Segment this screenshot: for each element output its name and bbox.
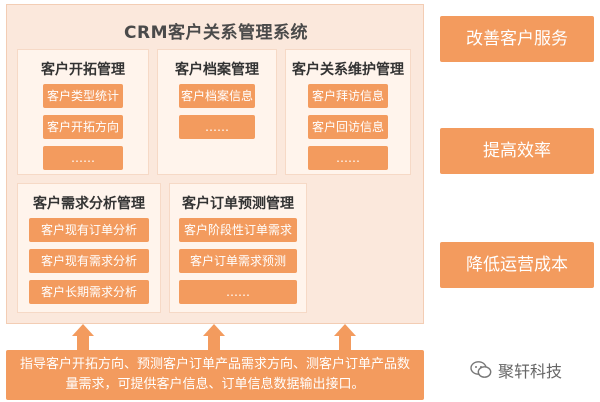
module-item: 客户类型统计	[43, 84, 123, 108]
module-item: 客户回访信息	[308, 115, 388, 139]
goal-box: 改善客户服务	[440, 16, 594, 62]
module-item: 客户拜访信息	[308, 84, 388, 108]
module-title: 客户开拓管理	[41, 62, 125, 78]
up-arrow-icon	[203, 324, 225, 350]
module-title: 客户需求分析管理	[33, 196, 145, 212]
module-item: 客户阶段性订单需求	[179, 218, 297, 242]
crm-system-panel: CRM客户关系管理系统 客户开拓管理 客户类型统计 客户开拓方向 …… 客户档案…	[6, 4, 424, 324]
module-title: 客户关系维护管理	[292, 62, 404, 78]
module-item: ……	[43, 146, 123, 170]
footer-description: 指导客户开拓方向、预测客户订单产品需求方向、测客户订单产品数量需求，可提供客户信…	[6, 350, 424, 400]
module-item: 客户现有需求分析	[29, 249, 149, 273]
system-title: CRM客户关系管理系统	[124, 23, 308, 43]
module-demand-analysis: 客户需求分析管理 客户现有订单分析 客户现有需求分析 客户长期需求分析	[17, 183, 161, 313]
goal-box: 降低运营成本	[440, 242, 594, 288]
module-item: 客户开拓方向	[43, 115, 123, 139]
up-arrow-icon	[72, 324, 94, 350]
watermark: 聚轩科技	[470, 358, 562, 382]
module-customer-development: 客户开拓管理 客户类型统计 客户开拓方向 ……	[17, 49, 149, 175]
module-title: 客户订单预测管理	[182, 196, 294, 212]
module-item: 客户档案信息	[179, 84, 255, 108]
module-order-forecast: 客户订单预测管理 客户阶段性订单需求 客户订单需求预测 ……	[169, 183, 307, 313]
goal-box: 提高效率	[440, 128, 594, 174]
module-relationship-maintenance: 客户关系维护管理 客户拜访信息 客户回访信息 ……	[285, 49, 411, 175]
watermark-brand: 聚轩科技	[498, 362, 563, 381]
module-item: 客户长期需求分析	[29, 280, 149, 304]
module-item: ……	[179, 280, 297, 304]
wechat-icon	[470, 361, 492, 378]
module-item: ……	[308, 146, 388, 170]
module-item: ……	[179, 115, 255, 139]
module-customer-archive: 客户档案管理 客户档案信息 ……	[157, 49, 277, 175]
module-item: 客户订单需求预测	[179, 249, 297, 273]
module-title: 客户档案管理	[175, 62, 259, 78]
up-arrow-icon	[334, 324, 356, 350]
module-item: 客户现有订单分析	[29, 218, 149, 242]
